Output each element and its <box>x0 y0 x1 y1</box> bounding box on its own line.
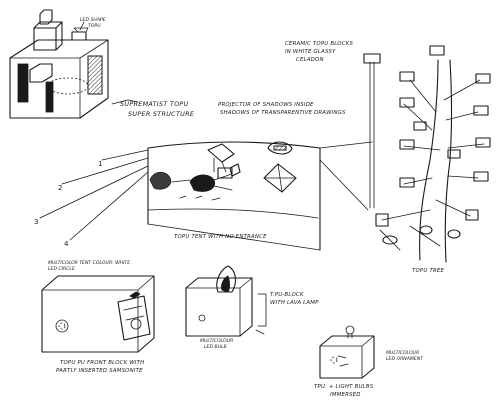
label-projector-1: PROJECTOR OF SHADOWS INSIDE <box>218 102 314 108</box>
label-lava-2: WITH LAVA LAMP <box>270 300 319 306</box>
suprematist-superstructure: LED SHAPE TOPU SUPREMATIST TOPU SUPER ST… <box>9 9 195 119</box>
label-bottom-multicolour-2: LED ORNAMENT <box>386 356 424 362</box>
label-tree: TOPU TREE <box>412 268 444 274</box>
front-block-samsonite: MULTICOLOR TENT COLOUR: WHITE LED CIRCLE… <box>41 260 155 374</box>
label-multicolor-tent-2: LED CIRCLE <box>48 266 75 272</box>
label-superstructure-2: SUPER STRUCTURE <box>128 110 195 118</box>
topu-tree: TOPU TREE <box>363 45 491 274</box>
marker-number-4: 4 <box>64 240 69 248</box>
label-led-lamp-2: LED BULB <box>204 344 227 350</box>
projector-annotation: PROJECTOR OF SHADOWS INSIDE SHADOWS OF T… <box>218 102 346 116</box>
label-ceramic-1: CERAMIC TOPU BLOCKS <box>285 41 353 47</box>
marker-number-2: 2 <box>58 184 62 192</box>
label-led-lamp-1: MULTICOLOUR <box>200 338 233 344</box>
label-projector-2: SHADOWS OF TRANSPARENTIVE DRAWINGS <box>220 110 346 116</box>
lava-lamp-block: MULTICOLOUR LED BULB T.PU-BLOCK WITH LAV… <box>185 265 319 350</box>
label-led-shape-top-2: TOPU <box>88 23 101 29</box>
label-lava-1: T.PU-BLOCK <box>270 292 304 298</box>
label-multicolor-tent-1: MULTICOLOR TENT COLOUR: WHITE <box>48 260 130 266</box>
label-bulbs-2: IMMERSED <box>330 392 361 398</box>
label-bulbs-1: TPU. + LIGHT BULBS <box>314 384 374 390</box>
label-tent: TOPU TENT WITH NO ENTRANCE <box>174 234 267 240</box>
marker-number-3: 3 <box>34 218 38 226</box>
label-ceramic-2: IN WHITE GLASSY <box>285 49 336 55</box>
ceramic-annotation: CERAMIC TOPU BLOCKS IN WHITE GLASSY CELA… <box>285 41 353 63</box>
label-front-block-1: TOPU PU FRONT BLOCK WITH <box>60 360 144 366</box>
topu-tent: 1 2 3 4 TOPU TENT WITH NO ENTRANCE <box>34 141 373 251</box>
label-superstructure-1: SUPREMATIST TOPU <box>120 100 189 108</box>
label-bottom-multicolour-1: MULTICOLOUR <box>386 350 419 356</box>
label-led-shape-top-1: LED SHAPE <box>80 17 106 23</box>
marker-number-1: 1 <box>98 160 102 168</box>
label-front-block-2: PARTLY INSERTED SAMSONITE <box>56 368 143 374</box>
light-bulb-block: MULTICOLOUR LED ORNAMENT TPU. + LIGHT BU… <box>314 325 424 398</box>
label-ceramic-3: CELADON <box>296 57 324 63</box>
